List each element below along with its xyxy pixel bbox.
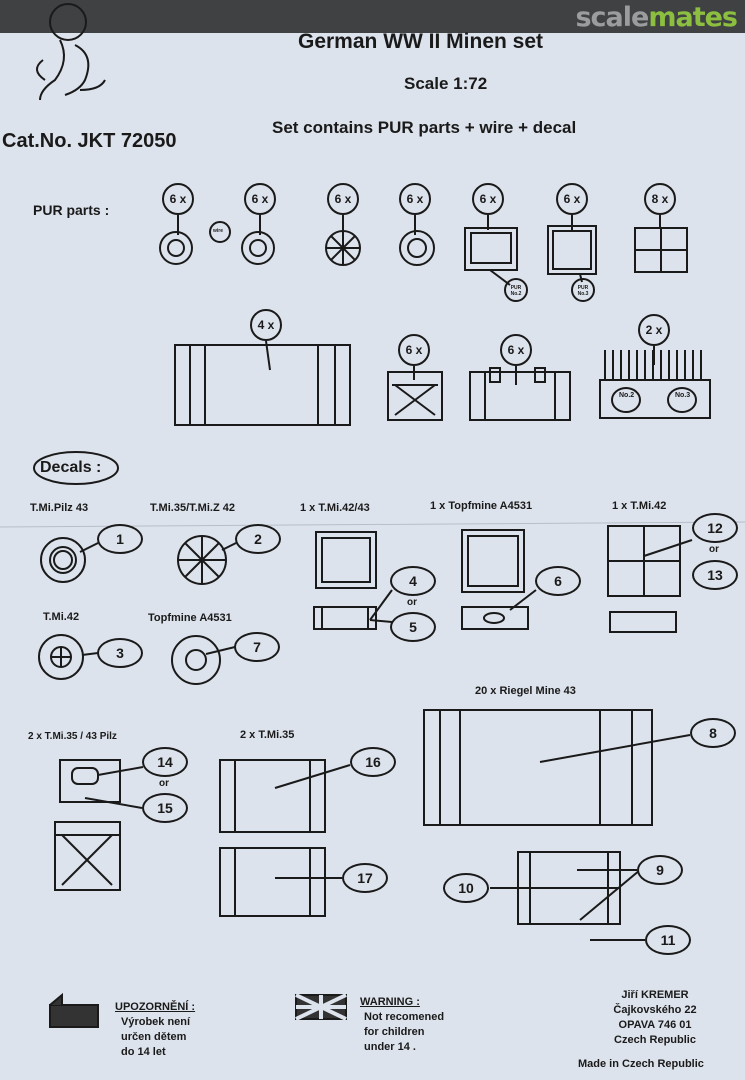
set-contents: Set contains PUR parts + wire + decal — [272, 118, 577, 137]
page-title: German WW II Minen set — [298, 30, 544, 53]
decal-heading: T.Mi.42 — [43, 611, 80, 623]
scale-label: Scale 1:72 — [404, 74, 488, 93]
no2-label: No.2 — [619, 392, 635, 399]
decal-heading: T.Mi.35/T.Mi.Z 42 — [150, 502, 235, 514]
decal-heading: 2 x T.Mi.35 — [240, 729, 295, 741]
griffin-logo — [36, 3, 106, 101]
pur-no3-label: PUR No.3 — [577, 285, 589, 297]
quantity-badge: 6 x — [472, 183, 504, 215]
quantity-badge: 4 x — [250, 309, 282, 341]
decal-heading: Topfmine A4531 — [148, 612, 232, 624]
or-label: or — [407, 597, 417, 608]
decals-oval — [33, 451, 119, 485]
decals-label: Decals : — [40, 459, 102, 476]
manufacturer-address: Jiří KREMER Čajkovského 22 OPAVA 746 01 … — [613, 989, 697, 1046]
decal-heading: 1 x T.Mi.42 — [612, 500, 667, 512]
decal-number: 16 — [350, 747, 396, 777]
decal-heading: 20 x Riegel Mine 43 — [475, 685, 576, 697]
decal-number: 5 — [390, 612, 436, 642]
english-warning: WARNING : Not recomened for children und… — [360, 996, 445, 1053]
decal-number: 8 — [690, 718, 736, 748]
decal-number: 7 — [234, 632, 280, 662]
no3-label: No.3 — [675, 392, 691, 399]
catalog-number: Cat.No. JKT 72050 — [2, 130, 177, 152]
decal-drawings — [38, 525, 693, 1028]
decal-number: 6 — [535, 566, 581, 596]
decal-number: 1 — [97, 524, 143, 554]
decal-number: 14 — [142, 747, 188, 777]
decal-number: 3 — [97, 638, 143, 668]
site-header-bar: scalemates — [0, 0, 745, 33]
quantity-badge: 6 x — [500, 334, 532, 366]
or-label: or — [709, 544, 719, 555]
decal-number: 15 — [142, 793, 188, 823]
decal-number: 2 — [235, 524, 281, 554]
decal-number: 12 — [692, 513, 738, 543]
decal-number: 9 — [637, 855, 683, 885]
quantity-badge: 2 x — [638, 314, 670, 346]
wire-label: wire — [213, 228, 224, 234]
decal-heading: 1 x T.Mi.42/43 — [300, 502, 370, 514]
scalemates-logo[interactable]: scalemates — [575, 2, 738, 33]
decal-number: 11 — [645, 925, 691, 955]
quantity-badge: 6 x — [398, 334, 430, 366]
quantity-badge: 6 x — [399, 183, 431, 215]
pur-parts-label: PUR parts : — [33, 202, 110, 218]
decal-number: 13 — [692, 560, 738, 590]
decal-number: 4 — [390, 566, 436, 596]
decal-heading: 1 x Topfmine A4531 — [430, 500, 533, 512]
czech-warning: UPOZORNĚNÍ : Výrobek není určen dětem do… — [115, 1001, 196, 1058]
decal-number: 10 — [443, 873, 489, 903]
decal-number: 17 — [342, 863, 388, 893]
quantity-badge: 6 x — [244, 183, 276, 215]
decal-heading: T.Mi.Pilz 43 — [30, 502, 89, 514]
made-in-label: Made in Czech Republic — [578, 1058, 704, 1070]
pur-part-drawings — [159, 215, 711, 426]
quantity-badge: 8 x — [644, 183, 676, 215]
pur-no2-label: PUR No.2 — [510, 285, 522, 297]
quantity-badge: 6 x — [162, 183, 194, 215]
or-label: or — [159, 778, 169, 789]
quantity-badge: 6 x — [327, 183, 359, 215]
decal-heading: 2 x T.Mi.35 / 43 Pilz — [28, 731, 117, 742]
quantity-badge: 6 x — [556, 183, 588, 215]
